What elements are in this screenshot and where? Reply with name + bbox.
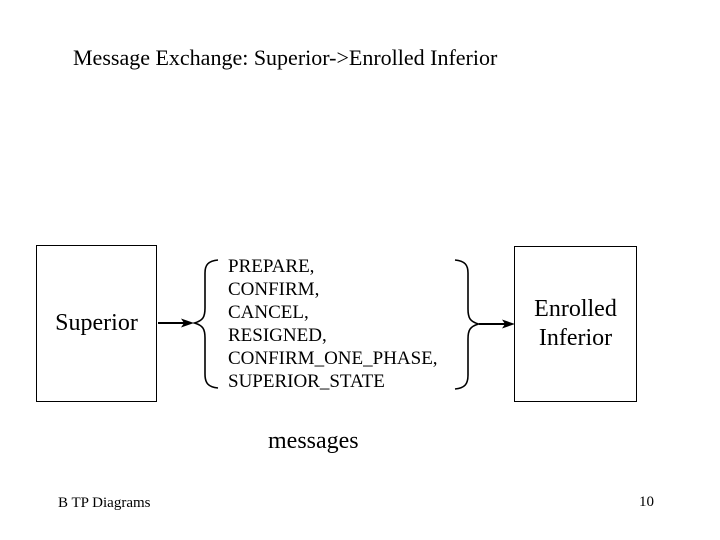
enrolled-inferior-box: Enrolled Inferior xyxy=(514,246,637,402)
message-item: CANCEL, xyxy=(228,302,309,323)
slide-title: Message Exchange: Superior->Enrolled Inf… xyxy=(73,45,498,70)
arrow-messages-to-inferior xyxy=(479,319,515,329)
message-item: PREPARE, xyxy=(228,256,315,277)
footer-text: B TP Diagrams xyxy=(58,495,151,511)
right-brace xyxy=(454,259,482,390)
page-number: 10 xyxy=(639,494,654,510)
superior-box-label: Superior xyxy=(55,310,138,337)
message-item: CONFIRM_ONE_PHASE, xyxy=(228,348,438,369)
superior-box: Superior xyxy=(36,245,157,402)
messages-caption: messages xyxy=(268,428,359,454)
message-item: SUPERIOR_STATE xyxy=(228,371,385,392)
messages-list: PREPARE, CONFIRM, CANCEL, RESIGNED, CONF… xyxy=(228,255,438,393)
message-item: RESIGNED, xyxy=(228,325,327,346)
enrolled-inferior-box-label: Enrolled Inferior xyxy=(534,296,617,351)
message-item: CONFIRM, xyxy=(228,279,320,300)
left-brace xyxy=(191,259,219,389)
arrow-superior-to-messages xyxy=(158,318,194,328)
